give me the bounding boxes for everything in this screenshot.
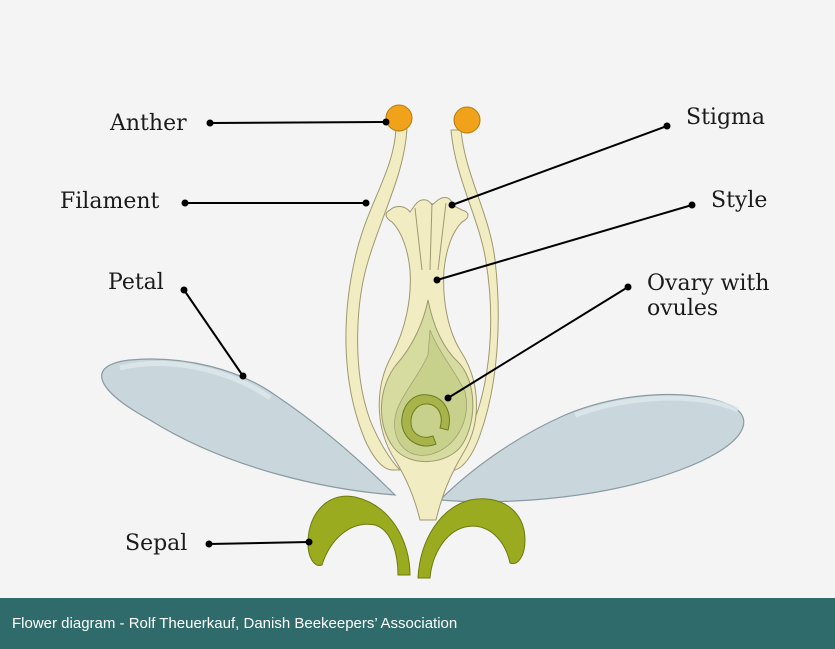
label-style: Style: [711, 188, 767, 213]
label-petal: Petal: [108, 270, 164, 295]
label-ovary-line1: Ovary with: [647, 271, 769, 296]
stigma-leader: [452, 126, 667, 205]
label-filament: Filament: [60, 189, 160, 214]
caption-bar: Flower diagram - Rolf Theuerkauf, Danish…: [0, 598, 835, 649]
right-anther: [454, 107, 480, 133]
anther-leader: [210, 122, 386, 123]
caption-text: Flower diagram - Rolf Theuerkauf, Danish…: [12, 615, 457, 632]
left-anther: [386, 105, 412, 131]
label-anther: Anther: [109, 111, 187, 136]
label-ovary-line2: ovules: [647, 296, 718, 321]
label-stigma: Stigma: [686, 105, 765, 130]
sepal-leader: [209, 542, 309, 544]
left-sepal: [308, 496, 410, 575]
label-sepal: Sepal: [125, 531, 187, 556]
flower-diagram: Anther Filament Petal Sepal Stigma Style…: [0, 0, 835, 598]
ovary-leader: [448, 287, 628, 398]
flower-illustration: Anther Filament Petal Sepal Stigma Style…: [0, 0, 835, 598]
